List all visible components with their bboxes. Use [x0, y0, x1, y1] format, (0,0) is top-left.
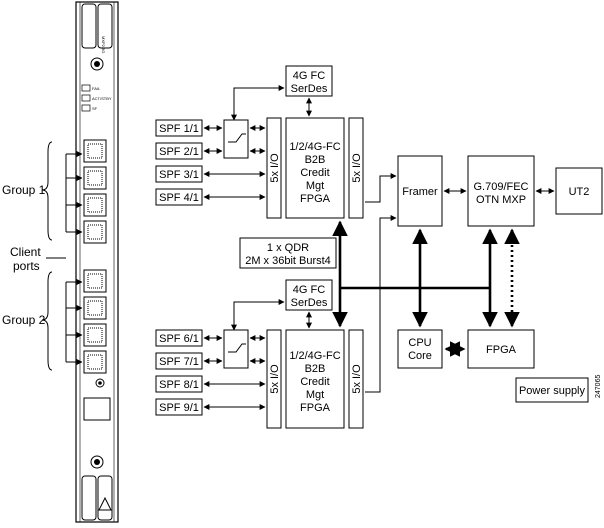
top-ejector-latch[interactable]	[81, 3, 113, 71]
svg-text:Credit: Credit	[300, 376, 329, 388]
svg-text:FPGA: FPGA	[300, 193, 331, 205]
svg-text:SPF 4/1: SPF 4/1	[159, 192, 199, 204]
serdes-top-block: 4G FC SerDes	[285, 65, 333, 97]
status-led-act-stby: ACT/STBY	[81, 94, 112, 102]
sfp-port-7: SPF 7/1	[155, 352, 203, 370]
warning-triangle-icon	[98, 496, 112, 511]
svg-text:5x I/O: 5x I/O	[269, 153, 281, 183]
sfp-port-6: SPF 6/1	[155, 329, 203, 347]
sfp-port-4: SPF 4/1	[155, 188, 203, 206]
client-port-group-2	[83, 269, 107, 374]
power-supply-block: Power supply	[515, 377, 589, 403]
svg-text:SPF 8/1: SPF 8/1	[159, 379, 199, 391]
status-led-fail: FAIL	[81, 84, 101, 92]
sfp-port-9: SPF 9/1	[155, 398, 203, 416]
svg-text:Mgt: Mgt	[306, 389, 324, 401]
client-port-callouts	[41, 141, 83, 371]
svg-text:2M x 36bit Burst4: 2M x 36bit Burst4	[245, 255, 331, 267]
svg-text:1/2/4G-FC: 1/2/4G-FC	[289, 141, 340, 153]
sfp-port-2: SPF 2/1	[155, 142, 203, 160]
figure-id: 247065	[595, 375, 602, 398]
connector-lines	[203, 85, 555, 410]
svg-text:1 x QDR: 1 x QDR	[267, 242, 309, 254]
otn-mxp-block: G.709/FEC OTN MXP	[467, 155, 535, 227]
svg-text:FPGA: FPGA	[300, 402, 331, 414]
dotted-links	[444, 228, 520, 357]
sfp-port-8: SPF 8/1	[155, 375, 203, 393]
io-bottom-right: 5x I/O	[348, 329, 364, 429]
sfp-port-1: SPF 1/1	[155, 119, 203, 137]
group-2-label: Group 2	[2, 313, 46, 327]
svg-text:OTN MXP: OTN MXP	[476, 194, 526, 206]
svg-text:5x I/O: 5x I/O	[351, 153, 363, 183]
svg-text:4G FC: 4G FC	[293, 70, 325, 82]
svg-text:SPF 9/1: SPF 9/1	[159, 402, 199, 414]
svg-text:SF: SF	[92, 106, 98, 111]
svg-text:CPU: CPU	[408, 337, 431, 349]
svg-text:FPGA: FPGA	[486, 344, 517, 356]
svg-text:B2B: B2B	[305, 154, 326, 166]
group-1-label: Group 1	[2, 183, 46, 197]
sfp-port-3: SPF 3/1	[155, 165, 203, 183]
svg-text:5x I/O: 5x I/O	[351, 364, 363, 394]
client-port-group-1	[83, 139, 107, 244]
io-top-left: 5x I/O	[266, 117, 282, 219]
io-bottom-left: 5x I/O	[266, 329, 282, 429]
svg-text:SerDes: SerDes	[291, 297, 328, 309]
serdes-bottom-block: 4G FC SerDes	[285, 279, 333, 311]
client-ports-label-line1: Client	[10, 245, 41, 259]
svg-text:1/2/4G-FC: 1/2/4G-FC	[289, 350, 340, 362]
card-model-label: MXP2.5G	[101, 36, 106, 53]
svg-text:Core: Core	[408, 350, 432, 362]
fpga-control-block: FPGA	[467, 329, 535, 369]
fpga-b2b-top: 1/2/4G-FC B2B Credit Mgt FPGA	[285, 117, 345, 219]
svg-text:Power supply: Power supply	[519, 385, 586, 397]
crosspoint-switch-top	[223, 119, 249, 159]
svg-text:Framer: Framer	[402, 186, 438, 198]
svg-text:SPF 2/1: SPF 2/1	[159, 146, 199, 158]
svg-text:SPF 7/1: SPF 7/1	[159, 356, 199, 368]
svg-text:Mgt: Mgt	[306, 180, 324, 192]
laser-warning-label	[83, 397, 111, 421]
crosspoint-switch-bottom	[223, 329, 249, 369]
svg-text:UT2: UT2	[569, 186, 590, 198]
svg-text:SPF 6/1: SPF 6/1	[159, 333, 199, 345]
svg-text:5x I/O: 5x I/O	[269, 364, 281, 394]
line-card-faceplate: MXP2.5G FAIL ACT/STBY SF	[75, 1, 119, 523]
svg-text:4G FC: 4G FC	[293, 284, 325, 296]
cpu-core-block: CPU Core	[397, 329, 443, 369]
framer-block: Framer	[397, 155, 443, 227]
svg-text:FAIL: FAIL	[92, 86, 101, 91]
svg-text:G.709/FEC: G.709/FEC	[473, 181, 528, 193]
qdr-memory-block: 1 x QDR 2M x 36bit Burst4	[239, 237, 337, 269]
sfp-bottom-group: SPF 6/1 SPF 7/1 SPF 8/1 SPF 9/1	[155, 329, 203, 416]
svg-text:Credit: Credit	[300, 167, 329, 179]
io-top-right: 5x I/O	[348, 117, 364, 219]
sfp-top-group: SPF 1/1 SPF 2/1 SPF 3/1 SPF 4/1	[155, 119, 203, 206]
svg-text:ACT/STBY: ACT/STBY	[92, 96, 112, 101]
status-led-sf: SF	[81, 104, 98, 112]
control-bus	[332, 220, 498, 328]
bottom-ejector-latch[interactable]	[81, 455, 113, 521]
svg-text:SPF 1/1: SPF 1/1	[159, 123, 199, 135]
svg-text:B2B: B2B	[305, 363, 326, 375]
svg-text:SerDes: SerDes	[291, 83, 328, 95]
svg-text:SPF 3/1: SPF 3/1	[159, 169, 199, 181]
fpga-b2b-bottom: 1/2/4G-FC B2B Credit Mgt FPGA	[285, 329, 345, 429]
client-ports-label-line2: ports	[13, 259, 40, 273]
ut2-block: UT2	[555, 167, 603, 215]
